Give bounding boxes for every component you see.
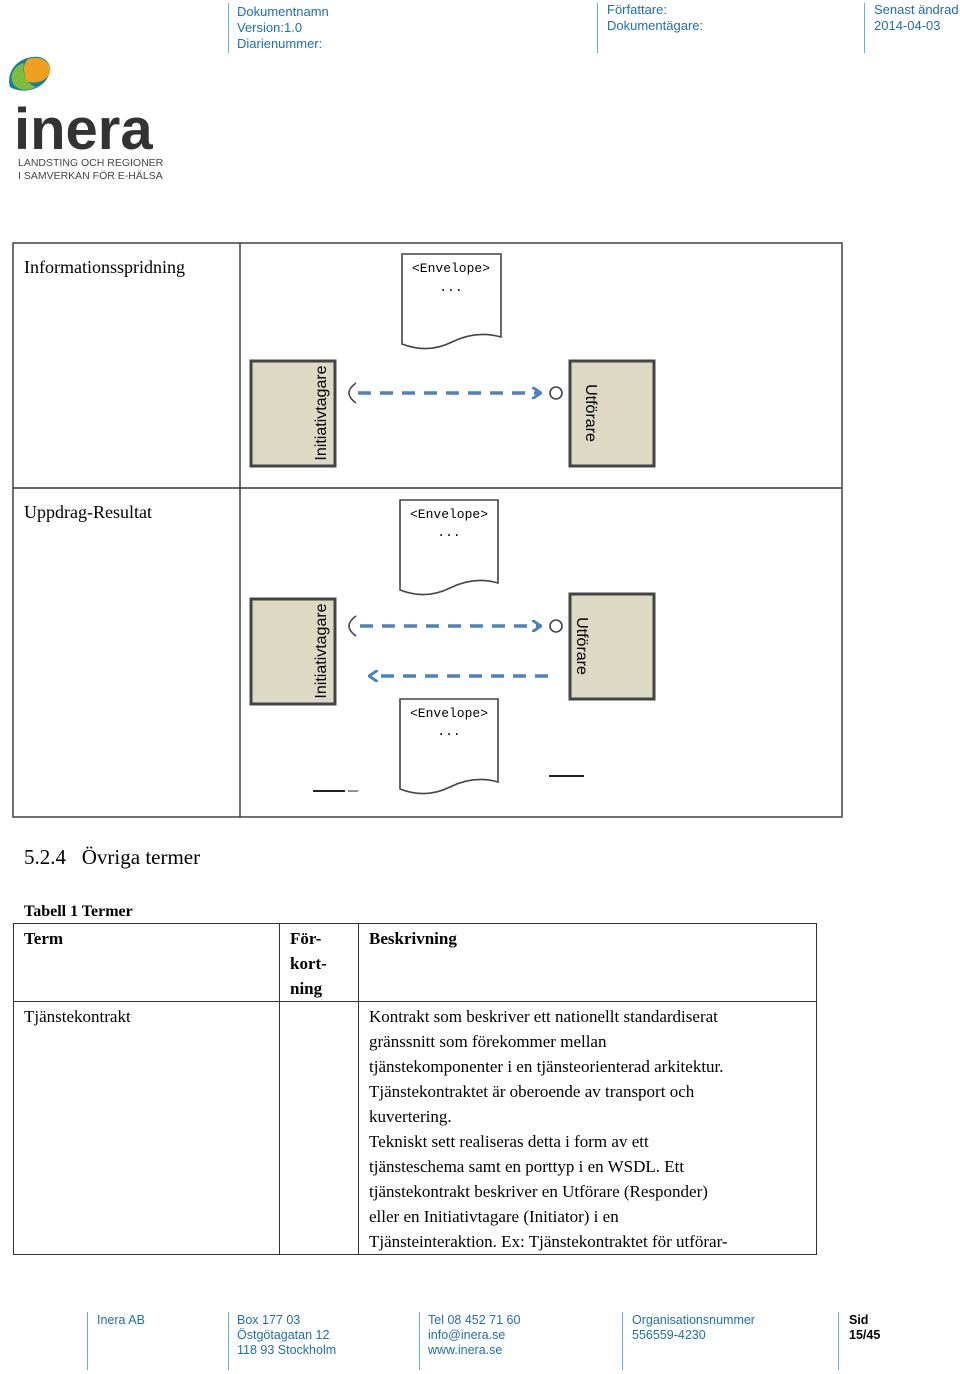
footer-divider — [838, 1312, 839, 1370]
provided-interface-ball — [549, 386, 563, 400]
row-label-informationsspridning: Informationsspridning — [24, 257, 185, 277]
row-label-uppdrag-resultat: Uppdrag-Resultat — [24, 502, 152, 522]
description-line: Tjänstekontraktet är oberoende av transp… — [369, 1082, 695, 1101]
header-author-info: Författare: Dokumentägare: — [607, 2, 703, 34]
footer-address-line: 118 93 Stockholm — [237, 1343, 337, 1357]
envelope-dots: ... — [437, 525, 460, 540]
logo-wordmark: inera — [14, 97, 153, 162]
footer-page-number: 15/45 — [849, 1328, 881, 1342]
section-number: 5.2.4 — [24, 845, 66, 869]
header-description: Beskrivning — [358, 923, 817, 1002]
header-diarienummer: Diarienummer: — [237, 36, 323, 51]
envelope-document-1: <Envelope> ... — [401, 253, 502, 350]
envelope-text: <Envelope> — [410, 706, 488, 721]
envelope-document-3: <Envelope> ... — [399, 698, 499, 795]
description-line: Kontrakt som beskriver ett nationellt st… — [369, 1007, 718, 1026]
initiator-box-1: Initiativtagare — [249, 359, 337, 468]
responder-label: Utförare — [573, 617, 590, 675]
footer-contact: Tel 08 452 71 60 info@inera.se www.inera… — [428, 1313, 520, 1358]
footer-address-line: Box 177 03 — [237, 1313, 301, 1327]
footer-org-label: Organisationsnummer — [632, 1313, 755, 1327]
required-interface-socket — [348, 382, 357, 404]
header-term: Term — [13, 923, 280, 1002]
terms-table: Term För- kort- ning Beskrivning Tjänste… — [13, 923, 817, 1255]
footer-phone: Tel 08 452 71 60 — [428, 1313, 521, 1327]
inera-logo: inera LANDSTING OCH REGIONER I SAMVERKAN… — [9, 56, 164, 182]
header-version: Version:1.0 — [237, 20, 303, 35]
header-doc-name: Dokumentnamn — [237, 4, 329, 19]
table-header-row: Term För- kort- ning Beskrivning — [13, 923, 817, 1002]
section-heading: 5.2.4 Övriga termer — [24, 845, 200, 870]
description-line: gränssnitt som förekommer mellan — [369, 1032, 607, 1051]
description-line: tjänstekomponenter i en tjänsteorientera… — [369, 1057, 724, 1076]
abbr-line: kort- — [290, 954, 327, 973]
footer-divider — [228, 1312, 229, 1370]
responder-label: Utförare — [582, 384, 599, 442]
interaction-diagram: <Envelope> ... Initiativtagare Utförare … — [12, 242, 843, 818]
header-doc-info: Dokumentnamn Version:1.0 Diarienummer: — [237, 4, 329, 52]
description-line: Tekniskt sett realiseras detta i form av… — [369, 1132, 649, 1151]
footer-page: Sid 15/45 — [849, 1313, 880, 1343]
header-author: Författare: — [607, 2, 667, 17]
description-line: tjänstekontrakt beskriver en Utförare (R… — [369, 1182, 708, 1201]
initiator-box-2: Initiativtagare — [249, 597, 337, 706]
logo-tagline-2: I SAMVERKAN FÖR E-HÄLSA — [18, 170, 163, 182]
section-title: Övriga termer — [81, 845, 201, 869]
header-divider — [864, 3, 865, 53]
envelope-document-2: <Envelope> ... — [399, 499, 499, 596]
header-modified-date: 2014-04-03 — [874, 18, 941, 33]
description-line: Tjänsteinteraktion. Ex: Tjänstekontrakte… — [369, 1232, 728, 1251]
footer-divider — [419, 1312, 420, 1370]
responder-box-1: Utförare — [568, 359, 656, 468]
header-divider — [597, 3, 598, 53]
abbr-line: För- — [290, 929, 322, 948]
footer-company-name: Inera AB — [97, 1313, 145, 1327]
footer-website: www.inera.se — [428, 1343, 503, 1357]
initiator-label: Initiativtagare — [313, 365, 330, 460]
footer-org: Organisationsnummer 556559-4230 — [632, 1313, 755, 1343]
description-line: kuvertering. — [369, 1107, 452, 1126]
header-abbreviation: För- kort- ning — [279, 923, 359, 1002]
description-line: tjänsteschema samt en porttyp i en WSDL.… — [369, 1157, 685, 1176]
footer-divider — [87, 1312, 88, 1370]
header-owner: Dokumentägare: — [607, 18, 704, 33]
footer-page-label: Sid — [849, 1313, 869, 1327]
provided-interface-ball — [549, 619, 563, 633]
diagram-frame — [12, 242, 843, 818]
abbr-line: ning — [290, 979, 323, 998]
table-caption: Tabell 1 Termer — [24, 903, 133, 920]
envelope-dots: ... — [439, 280, 462, 295]
envelope-text: <Envelope> — [410, 507, 488, 522]
footer-address: Box 177 03 Östgötagatan 12 118 93 Stockh… — [237, 1313, 336, 1358]
header-divider — [228, 3, 229, 53]
envelope-text: <Envelope> — [412, 261, 490, 276]
footer-divider — [622, 1312, 623, 1370]
footer-address-line: Östgötagatan 12 — [237, 1328, 330, 1342]
footer-org-number: 556559-4230 — [632, 1328, 706, 1342]
description-line: eller en Initiativtagare (Initiator) i e… — [369, 1207, 619, 1226]
footer-company: Inera AB — [97, 1313, 145, 1328]
header-modified-label: Senast ändrad — [874, 2, 959, 17]
envelope-dots: ... — [437, 724, 460, 739]
required-interface-socket — [348, 615, 357, 637]
table-row: Tjänstekontrakt Kontrakt som beskriver e… — [13, 1001, 817, 1255]
cell-term: Tjänstekontrakt — [13, 1001, 280, 1255]
cell-description: Kontrakt som beskriver ett nationellt st… — [358, 1001, 817, 1255]
footer-email: info@inera.se — [428, 1328, 506, 1342]
initiator-label: Initiativtagare — [313, 603, 330, 698]
cell-abbreviation — [279, 1001, 359, 1255]
logo-tagline-1: LANDSTING OCH REGIONER — [18, 157, 164, 169]
responder-box-2: Utförare — [568, 592, 656, 701]
header-date-info: Senast ändrad 2014-04-03 — [874, 2, 959, 34]
